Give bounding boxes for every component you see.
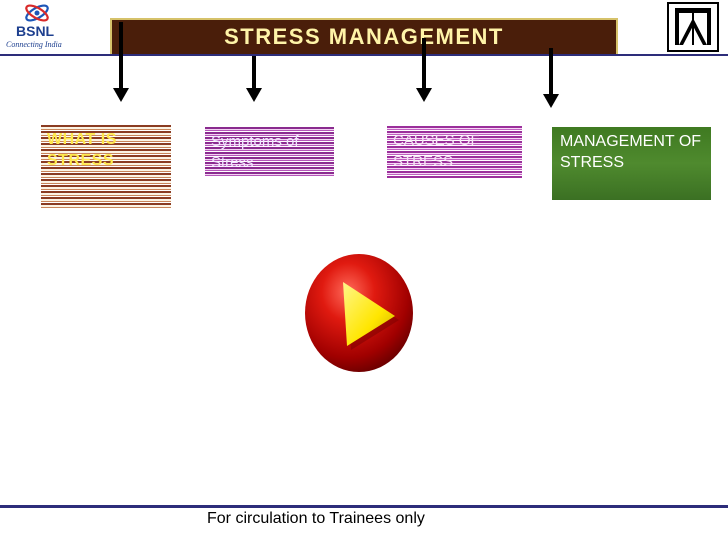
organisation-emblem-icon: [667, 2, 719, 52]
footer-note: For circulation to Trainees only: [207, 510, 425, 527]
topic-what-is-stress[interactable]: WHAT IS STRESS: [41, 125, 171, 209]
arrow-down-icon: [113, 22, 129, 102]
topic-symptoms-of-stress[interactable]: Symptoms of Stress: [205, 127, 334, 177]
play-button-icon[interactable]: [303, 252, 415, 374]
title-banner: STRESS MANAGEMENT: [110, 18, 618, 56]
header-rule: [0, 54, 728, 56]
arrow-down-icon: [543, 48, 559, 108]
page-title: STRESS MANAGEMENT: [224, 24, 504, 49]
arrow-down-icon: [246, 56, 262, 102]
logo-name: BSNL: [16, 23, 55, 39]
arrow-down-icon: [416, 38, 432, 102]
footer-rule: [0, 505, 728, 508]
bsnl-logo: BSNL Connecting India: [4, 2, 76, 52]
logo-tagline: Connecting India: [6, 40, 62, 49]
bsnl-swoosh-icon: [25, 4, 49, 22]
topic-management-of-stress[interactable]: MANAGEMENT OF STRESS: [552, 127, 711, 200]
topic-causes-of-stress[interactable]: CAUSES OF STRESS: [387, 126, 522, 178]
